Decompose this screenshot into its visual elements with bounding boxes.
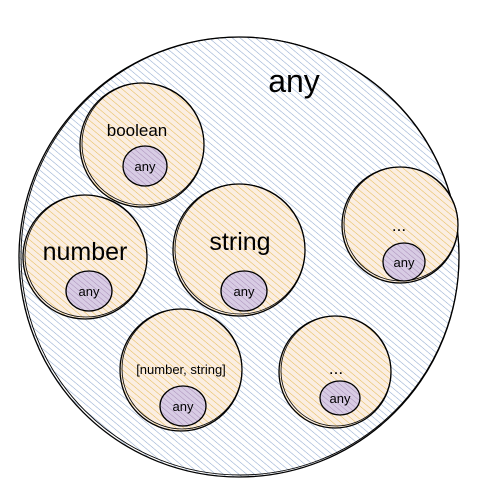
set-ellipsis-bottom-any-circle [319, 380, 361, 416]
set-ellipsis-right-any-label: any [394, 255, 415, 270]
set-number-any-label: any [79, 284, 100, 299]
set-boolean: boolean any [79, 82, 205, 208]
any-universe-outline [20, 36, 460, 476]
set-string-outline [174, 183, 306, 315]
set-boolean-label: boolean [107, 121, 168, 140]
set-number-any-circle [65, 270, 113, 312]
set-tuple-any-circle [159, 385, 207, 427]
set-ellipsis-bottom-label: ... [329, 359, 343, 378]
set-ellipsis-right: ... any [341, 166, 459, 284]
set-ellipsis-bottom: ... any [278, 315, 392, 429]
set-boolean-any-label: any [135, 159, 156, 174]
set-string-any-label: any [234, 284, 255, 299]
set-number-label: number [43, 238, 128, 266]
set-number-outline [24, 194, 148, 318]
set-tuple-outline [121, 308, 243, 430]
set-ellipsis-right-any-circle [382, 242, 426, 282]
set-boolean-any-circle [122, 145, 168, 187]
set-tuple-label: [number, string] [136, 362, 226, 377]
set-ellipsis-bottom-outline [280, 315, 392, 427]
set-tuple: [number, string] any [119, 308, 243, 432]
any-universe-label: any [268, 63, 320, 99]
set-string: string any [172, 183, 306, 317]
set-string-any-circle [220, 270, 268, 312]
set-string-label: string [209, 228, 270, 256]
set-number: number any [22, 194, 148, 320]
set-tuple-any-label: any [173, 399, 194, 414]
set-boolean-outline [81, 82, 205, 206]
set-ellipsis-right-label: ... [392, 216, 406, 235]
set-ellipsis-bottom-any-label: any [330, 391, 351, 406]
